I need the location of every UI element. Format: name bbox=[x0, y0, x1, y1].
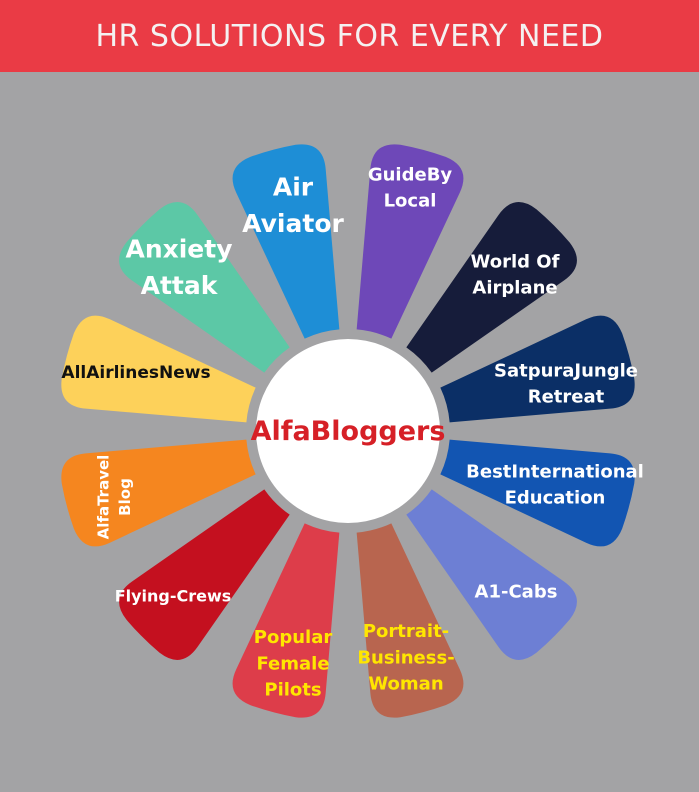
segment-label-line: Business- bbox=[357, 647, 454, 668]
segment-label-line: Female bbox=[256, 653, 329, 674]
segment-label-line: AllAirlinesNews bbox=[61, 363, 210, 383]
segment-label: AllAirlinesNews bbox=[61, 363, 210, 383]
segment-label: World Of Airplane bbox=[471, 251, 560, 298]
segment-label-line: Air bbox=[273, 173, 314, 202]
segment-label-line: Education bbox=[505, 487, 606, 508]
segment-label-line: AlfaTravel bbox=[94, 455, 112, 540]
segment-shape bbox=[406, 202, 577, 373]
center-label: AlfaBloggers bbox=[251, 416, 446, 447]
segment-shape bbox=[119, 202, 290, 373]
segment-a1-cabs: A1-Cabs bbox=[406, 489, 577, 660]
segment-label: A1-Cabs bbox=[475, 581, 558, 602]
header-banner: HR SOLUTIONS FOR EVERY NEED bbox=[0, 0, 699, 72]
segment-label-line: Airplane bbox=[472, 277, 557, 298]
segment-portrait-business-woman: Portrait- Business- Woman bbox=[356, 523, 464, 718]
segment-shape bbox=[61, 439, 256, 547]
segment-label-line: Woman bbox=[368, 673, 443, 694]
segment-allairlinesnews: AllAirlinesNews bbox=[61, 315, 256, 423]
segment-label-line: Popular bbox=[254, 627, 333, 648]
segment-label-line: SatpuraJungle bbox=[494, 360, 638, 381]
segment-label-line: Attak bbox=[141, 271, 219, 300]
segment-flying-crews: Flying-Crews bbox=[115, 489, 290, 660]
segment-shape bbox=[119, 489, 290, 660]
segment-shape bbox=[61, 315, 256, 423]
segment-shape bbox=[406, 489, 577, 660]
segment-label-line: Aviator bbox=[242, 209, 344, 238]
center-hub: AlfaBloggers bbox=[251, 339, 446, 523]
segment-label-line: GuideBy bbox=[368, 164, 453, 185]
segment-label-line: Retreat bbox=[528, 386, 605, 407]
segment-shape bbox=[440, 439, 635, 547]
segment-shape bbox=[356, 144, 464, 339]
segment-label-line: Pilots bbox=[264, 679, 321, 700]
segment-label-line: Anxiety bbox=[125, 235, 232, 264]
segment-label-line: BestInternational bbox=[466, 461, 644, 482]
segment-label: Flying-Crews bbox=[115, 587, 232, 606]
center-circle bbox=[256, 339, 440, 523]
segment-shape bbox=[356, 523, 464, 718]
segment-label-line: World Of bbox=[471, 251, 560, 272]
banner-title: HR SOLUTIONS FOR EVERY NEED bbox=[95, 18, 604, 54]
segment-shape bbox=[232, 144, 340, 339]
segment-label-line: Blog bbox=[116, 478, 134, 516]
segment-label-line: Flying-Crews bbox=[115, 587, 232, 606]
segment-label-line: A1-Cabs bbox=[475, 581, 558, 602]
segment-shape bbox=[440, 315, 635, 423]
segment-label-line: Local bbox=[384, 190, 437, 211]
segment-label: Portrait- Business- Woman bbox=[357, 621, 454, 694]
segment-world-of-airplane: World Of Airplane bbox=[406, 202, 577, 373]
segment-label-line: Portrait- bbox=[363, 621, 449, 642]
segment-shape bbox=[232, 523, 340, 718]
